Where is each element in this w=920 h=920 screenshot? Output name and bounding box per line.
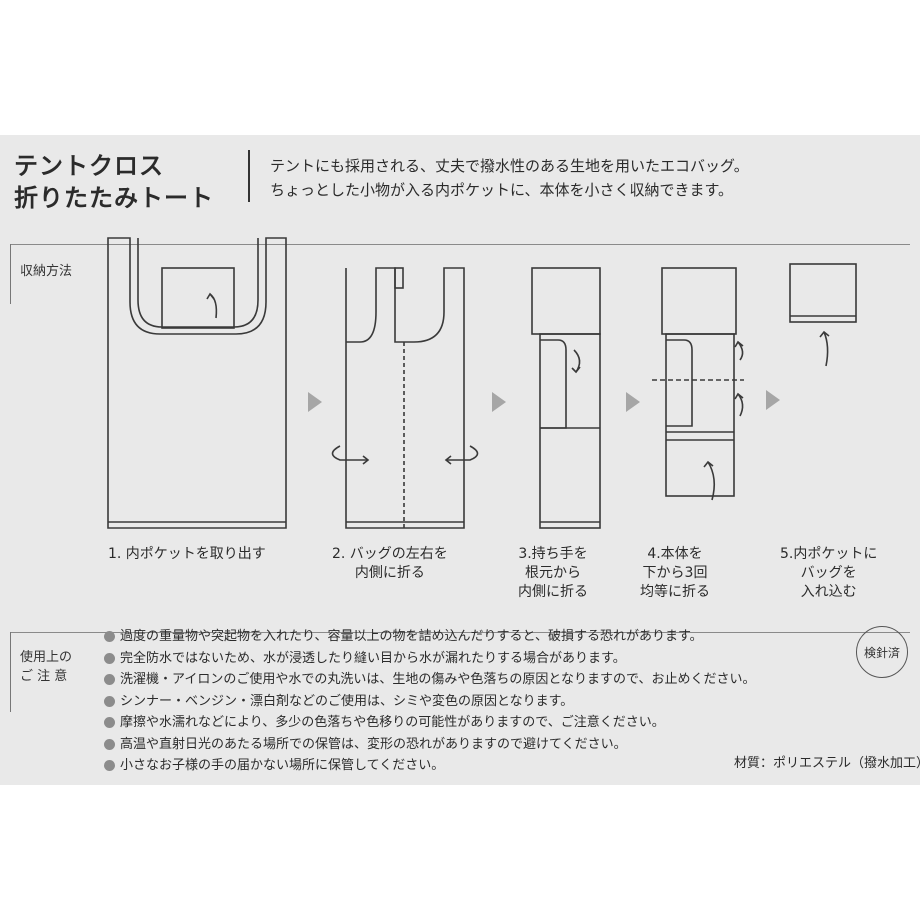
caution-item: 洗濯機・アイロンのご使用や水での丸洗いは、生地の傷みや色落ちの原因となりますので… — [104, 669, 755, 691]
description-line-2: ちょっとした小物が入る内ポケットに、本体を小さく収納できます。 — [270, 181, 734, 199]
title-line-2: 折りたたみトート — [14, 184, 214, 212]
care-section-label: 使用上の ご 注 意 — [20, 650, 73, 684]
step-caption-5: 5.内ポケットに バッグを 入れ込む — [780, 546, 878, 600]
step-caption-1: 1. 内ポケットを取り出す — [108, 546, 266, 562]
section-divider-care — [10, 632, 910, 633]
step2-bag-illustration — [331, 267, 479, 529]
product-title: テントクロス 折りたたみトート — [14, 150, 214, 214]
caution-item: 小さなお子様の手の届かない場所に保管してください。 — [104, 755, 755, 777]
title-divider — [248, 150, 250, 202]
caution-list: 過度の重量物や突起物を入れたり、容量以上の物を詰め込んだりすると、破損する恐れが… — [104, 626, 755, 777]
step-arrow-4 — [766, 390, 780, 410]
step-arrow-2 — [492, 392, 506, 412]
step-arrow-3 — [626, 392, 640, 412]
caution-item: 完全防水ではないため、水が浸透したり縫い目から水が漏れたりする場合があります。 — [104, 648, 755, 670]
step4-bag-illustration — [652, 267, 744, 501]
caution-item: 過度の重量物や突起物を入れたり、容量以上の物を詰め込んだりすると、破損する恐れが… — [104, 626, 755, 648]
section-divider-storage — [10, 244, 910, 245]
step-caption-4: 4.本体を 下から3回 均等に折る — [640, 546, 710, 600]
section-bracket-care — [10, 632, 19, 712]
storage-section-label: 収納方法 — [20, 264, 73, 279]
caution-item: シンナー・ベンジン・漂白剤などのご使用は、シミや変色の原因となります。 — [104, 691, 755, 713]
product-description: テントにも採用される、丈夫で撥水性のある生地を用いたエコバッグ。 ちょっとした小… — [270, 154, 749, 202]
description-line-1: テントにも採用される、丈夫で撥水性のある生地を用いたエコバッグ。 — [270, 157, 749, 175]
section-bracket-storage — [10, 244, 19, 304]
step5-pouch-illustration — [789, 263, 857, 367]
step-arrow-1 — [308, 392, 322, 412]
step1-bag-illustration — [107, 237, 287, 529]
material-text: 材質：ポリエステル（撥水加工） — [734, 756, 920, 771]
step-caption-3: 3.持ち手を 根元から 内側に折る — [518, 546, 588, 600]
step-caption-2: 2. バッグの左右を 内側に折る — [332, 546, 448, 581]
caution-item: 摩擦や水濡れなどにより、多少の色落ちや色移りの可能性がありますので、ご注意くださ… — [104, 712, 755, 734]
step3-bag-illustration — [531, 267, 601, 529]
inspection-badge: 検針済 — [856, 626, 908, 678]
step-arrows — [308, 390, 780, 412]
caution-item: 高温や直射日光のあたる場所での保管は、変形の恐れがありますので避けてください。 — [104, 734, 755, 756]
title-line-1: テントクロス — [14, 152, 164, 180]
